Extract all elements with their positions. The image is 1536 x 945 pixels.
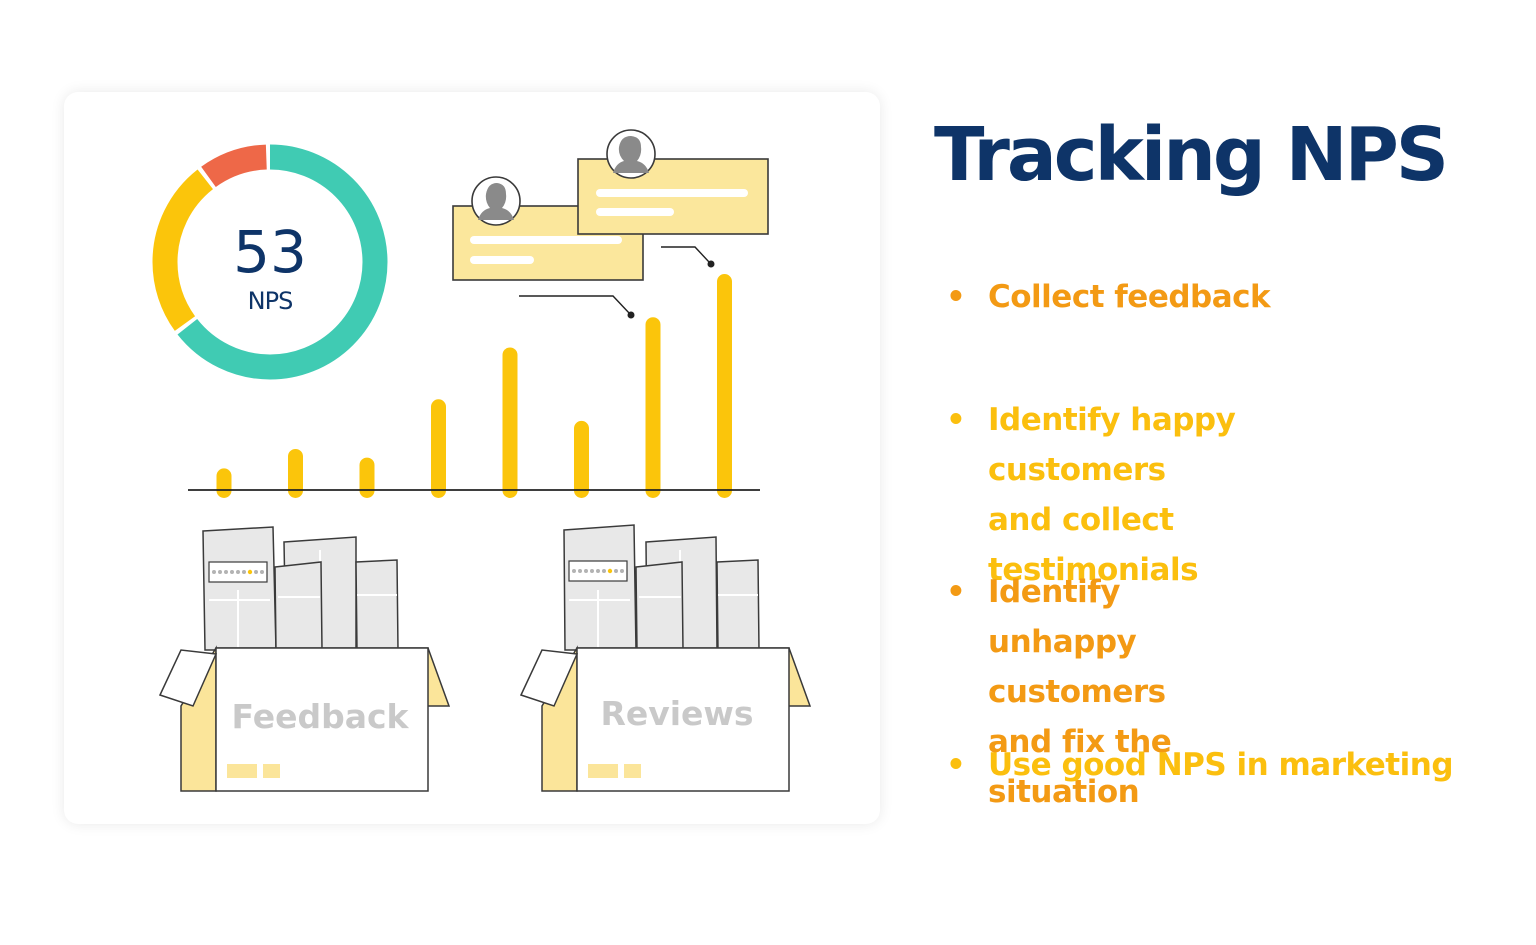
bar: [288, 448, 303, 498]
growth-bars: [216, 274, 732, 498]
list-item: • Collect feedback: [946, 272, 1271, 322]
bar: [574, 420, 589, 498]
connector-lines: [519, 246, 710, 315]
connector-dot: [707, 260, 715, 268]
list-item-text: Use good NPS in marketing: [988, 747, 1454, 783]
bullet-dot-icon: •: [946, 279, 966, 315]
donut-segment-promoters: [152, 144, 388, 380]
reviews-box-label: Reviews: [600, 694, 753, 733]
reviews-box-icon: Reviews: [519, 524, 812, 792]
list-item: • Identify happy customers and collect te…: [946, 395, 1236, 595]
nps-label: NPS: [248, 287, 293, 315]
list-item-text: Identify unhappy customers and fix the s…: [988, 574, 1172, 810]
document-icon: [635, 561, 684, 651]
list-item: • Use good NPS in marketing: [946, 740, 1454, 790]
user-avatar-icon: [606, 129, 656, 179]
bullet-dot-icon: •: [946, 402, 966, 438]
bullet-dot-icon: •: [946, 574, 966, 610]
nps-illustration: 53 NPS: [152, 129, 812, 792]
user-avatar-icon: [471, 176, 521, 226]
nps-donut-chart: 53 NPS: [152, 144, 388, 380]
bullet-dot-icon: •: [946, 747, 966, 783]
document-icon: [716, 559, 760, 651]
feedback-box-label: Feedback: [232, 697, 410, 736]
bar: [359, 457, 375, 498]
document-icon: [202, 526, 277, 651]
list-item-text: Identify happy customers and collect tes…: [988, 402, 1236, 588]
bar: [717, 274, 732, 498]
list-item: • Identify unhappy customers and fix the …: [946, 567, 1172, 817]
document-icon: [563, 524, 637, 651]
comment-bubble-right: [577, 129, 769, 235]
comment-bubble-left: [452, 176, 644, 281]
connector-dot: [627, 311, 635, 319]
document-icon: [274, 561, 323, 651]
list-item-text: Collect feedback: [988, 279, 1271, 315]
nps-score: 53: [233, 218, 307, 286]
bar: [502, 347, 518, 498]
bar: [645, 317, 661, 498]
donut-segment-passives: [152, 144, 388, 380]
bar: [431, 399, 446, 498]
page-title: Tracking NPS: [934, 112, 1449, 198]
feedback-box-icon: Feedback: [158, 526, 451, 792]
bar: [216, 468, 232, 498]
document-icon: [355, 559, 399, 651]
